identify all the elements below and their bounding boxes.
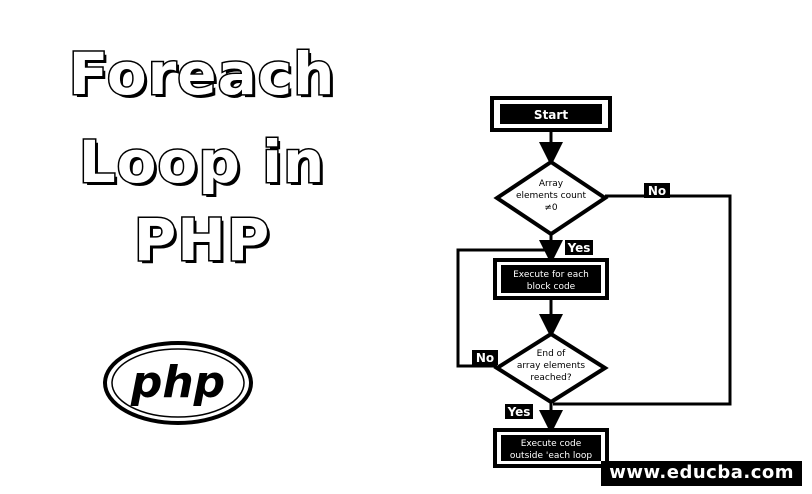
process-1-line-1: Execute for each: [513, 270, 589, 280]
start-node: Start: [490, 96, 612, 132]
decision-1-line-3: ≠0: [544, 203, 558, 213]
label-yes-2: Yes: [505, 404, 533, 419]
end-line-1: Execute code: [521, 439, 582, 449]
php-logo-text: php: [130, 357, 225, 408]
process-1-line-2: block code: [527, 282, 576, 292]
decision-1-line-1: Array: [539, 179, 564, 189]
label-no-1: No: [644, 183, 670, 198]
footer-watermark: www.educba.com: [601, 461, 802, 486]
title-line-2: Loop in: [77, 128, 326, 196]
label-yes-2-text: Yes: [507, 405, 531, 419]
title-line-1: Foreach: [67, 40, 336, 108]
label-no-2-text: No: [476, 351, 494, 365]
decision-2-line-3: reached?: [530, 373, 571, 383]
end-line-2: outside 'each loop: [510, 451, 593, 461]
decision-2-line-2: array elements: [517, 361, 586, 371]
process-1: Execute for each block code: [493, 258, 609, 300]
label-yes-1-text: Yes: [567, 241, 591, 255]
decision-1: Array elements count ≠0: [493, 159, 609, 237]
label-no-2: No: [472, 350, 498, 365]
php-logo: php: [103, 341, 253, 425]
end-node: Execute code outside 'each loop: [493, 428, 609, 468]
label-yes-1: Yes: [565, 240, 593, 255]
start-label: Start: [534, 108, 568, 122]
label-no-1-text: No: [648, 184, 666, 198]
decision-1-line-2: elements count: [516, 191, 587, 201]
decision-2-line-1: End of: [537, 349, 566, 359]
title-line-3: PHP: [132, 206, 271, 274]
decision-2: End of array elements reached?: [493, 331, 609, 405]
